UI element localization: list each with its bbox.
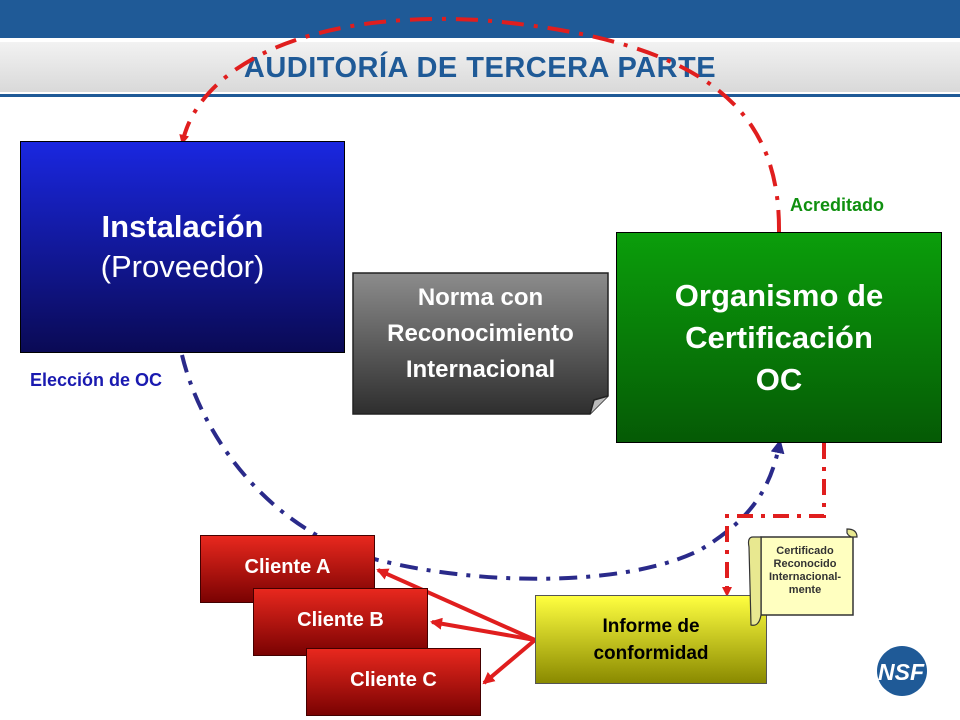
norma-line3: Internacional (405, 356, 556, 383)
norma-document: Norma con Reconocimiento Internacional (352, 272, 609, 415)
informe-line2: conformidad (593, 642, 709, 664)
organismo-box: Organismo de Certificación OC (616, 232, 942, 443)
nsf-logo: NSF (877, 646, 927, 696)
cliente-c-box: Cliente C (306, 648, 481, 716)
certificado-line3: Internacional- (768, 571, 842, 583)
acreditado-label: Acreditado (790, 195, 885, 215)
certificado-line1: Certificado (776, 545, 834, 557)
arrow-to-cliente-c (482, 638, 537, 685)
organismo-line1: Organismo de (674, 277, 884, 313)
instalacion-line2: (Proveedor) (100, 249, 265, 284)
organismo-line3: OC (755, 361, 803, 397)
scroll-shape (747, 528, 858, 626)
instalacion-box: Instalación (Proveedor) (20, 141, 345, 353)
organismo-line2: Certificación (685, 319, 873, 355)
page-title: AUDITORÍA DE TERCERA PARTE (243, 52, 717, 84)
accreditation-arc (179, 17, 782, 233)
certificado-line4: mente (788, 584, 822, 596)
norma-line1: Norma con (417, 284, 544, 311)
informe-box: Informe de conformidad (535, 595, 767, 684)
eleccion-label: Elección de OC (30, 370, 163, 390)
certificado-line2: Reconocido (773, 558, 837, 570)
arrow-to-cliente-a (376, 568, 536, 642)
report-connector (722, 443, 826, 597)
nsf-logo-text: NSF (878, 659, 925, 685)
cliente-b-box: Cliente B (253, 588, 428, 656)
norma-line2: Reconocimiento (387, 320, 574, 347)
title-bar (0, 42, 960, 92)
informe-line1: Informe de (602, 615, 700, 637)
document-shape (352, 272, 609, 415)
instalacion-line1: Instalación (101, 209, 264, 244)
certificado-scroll: Certificado Reconocido Internacional- me… (747, 527, 860, 627)
title-underline (0, 94, 960, 97)
arrow-to-cliente-b (430, 617, 536, 642)
top-bar (0, 0, 960, 38)
